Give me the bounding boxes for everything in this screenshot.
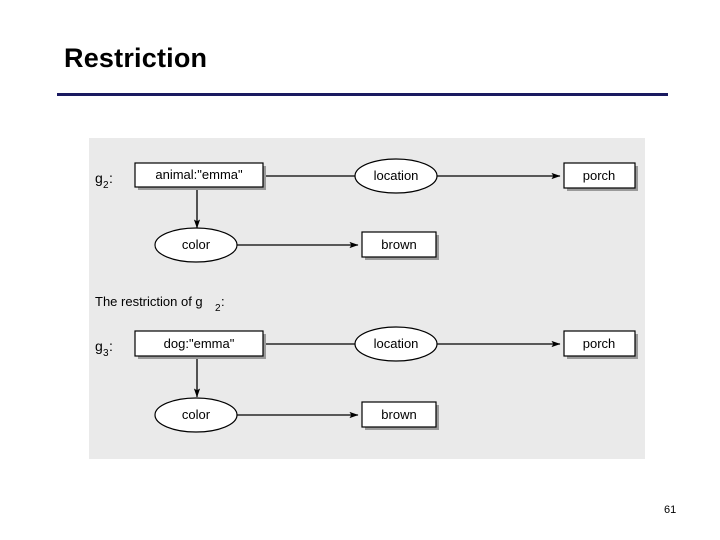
node-g2-brown-label: brown: [381, 237, 416, 252]
graph-g2-label-base: g: [95, 170, 103, 186]
node-g2-porch[interactable]: porch: [563, 162, 638, 191]
node-g3-root[interactable]: dog:"emma": [134, 330, 266, 359]
graph-g2-label: g 2 :: [95, 170, 113, 191]
node-g3-color[interactable]: color: [154, 397, 238, 433]
node-g2-root-label: animal:"emma": [155, 167, 243, 182]
page-number: 61: [664, 504, 677, 516]
node-g3-brown-label: brown: [381, 407, 416, 422]
graph-g2: g 2 : animal:"emma" location: [95, 158, 638, 263]
graph-diagram: g 2 : animal:"emma" location: [95, 158, 638, 433]
node-g3-porch-label: porch: [583, 336, 616, 351]
node-g2-root[interactable]: animal:"emma": [134, 162, 266, 190]
restriction-caption-prefix: The restriction of g: [95, 294, 203, 309]
graph-g3: g 3 : dog:"emma" location: [95, 326, 638, 433]
page-title: Restriction: [64, 43, 208, 73]
node-g3-location[interactable]: location: [354, 326, 438, 362]
title-divider: [57, 93, 668, 96]
node-g3-color-label: color: [182, 407, 211, 422]
node-g2-location-label: location: [374, 168, 419, 183]
graph-g3-label-suffix: :: [109, 338, 113, 354]
node-g2-brown[interactable]: brown: [361, 231, 439, 260]
diagram-panel: g 2 : animal:"emma" location: [89, 138, 645, 459]
graph-g3-label: g 3 :: [95, 338, 113, 359]
graph-g3-label-subscript: 3: [103, 348, 109, 359]
node-g3-porch[interactable]: porch: [563, 330, 638, 359]
node-g3-root-label: dog:"emma": [164, 336, 235, 351]
node-g2-color[interactable]: color: [154, 227, 238, 263]
graph-g3-label-base: g: [95, 338, 103, 354]
node-g3-brown[interactable]: brown: [361, 401, 439, 430]
node-g2-porch-label: porch: [583, 168, 616, 183]
restriction-caption: The restriction of g 2 :: [95, 294, 225, 314]
node-g3-location-label: location: [374, 336, 419, 351]
restriction-caption-subscript: 2: [215, 303, 221, 314]
node-g2-color-label: color: [182, 237, 211, 252]
node-g2-location[interactable]: location: [354, 158, 438, 194]
restriction-caption-suffix: :: [221, 294, 225, 309]
graph-g2-label-suffix: :: [109, 170, 113, 186]
graph-g2-label-subscript: 2: [103, 180, 109, 191]
